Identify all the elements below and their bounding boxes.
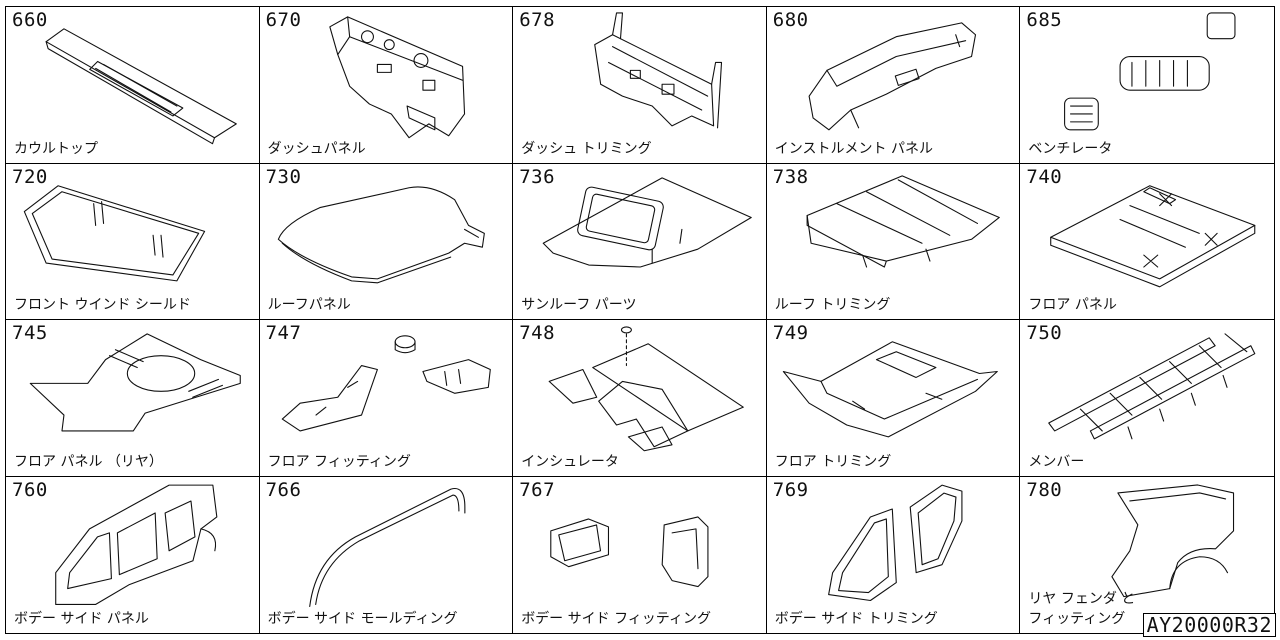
member-frame-icon [1048,333,1256,440]
part-cell-680[interactable]: 680 インストルメント パネル [766,7,1021,164]
part-label: カウルトップ [14,140,98,157]
part-cell-660[interactable]: 660 カウルトップ [6,7,260,164]
part-cell-720[interactable]: 720 フロント ウインド シールド [6,163,260,320]
dash-trimming-icon [594,12,723,129]
part-code: 780 [1026,478,1063,501]
part-label: フロア パネル [1028,297,1117,313]
part-label: サンルーフ パーツ [521,297,637,313]
part-code: 748 [519,322,556,344]
insulator-icon [548,326,745,452]
parts-grid: 660 カウルトップ 670 ダッシュパネル 678 ダッシュ [5,6,1275,634]
part-label: ベンチレータ [1028,140,1113,157]
rear-fender-icon [1111,483,1235,597]
body-side-fitting-icon [550,515,709,587]
part-label: ルーフパネル [267,297,351,313]
part-label: リヤ フェンダ と フィッティング [1028,591,1136,627]
part-label: ダッシュパネル [267,140,366,157]
part-code: 767 [519,478,556,501]
part-code: 749 [772,322,809,344]
part-code: 745 [12,322,48,344]
part-label: ダッシュ トリミング [521,140,652,157]
part-cell-685[interactable]: 685 ベンチレータ [1020,7,1274,164]
part-code: 720 [12,165,48,188]
part-cell-760[interactable]: 760 ボデー サイド パネル [6,476,260,633]
part-label: インシュレータ [521,453,619,470]
roof-panel-icon [277,185,485,283]
part-cell-780[interactable]: 780 リヤ フェンダ と フィッティング [1020,477,1274,634]
part-code: 740 [1026,165,1063,188]
part-label: ルーフ トリミング [774,297,891,313]
part-code: 760 [12,478,48,501]
part-code: 766 [265,478,302,501]
floor-panel-icon [1050,184,1256,287]
sunroof-icon [542,176,752,268]
part-cell-736[interactable]: 736 サンルーフ パーツ [513,163,767,320]
part-label: フロア パネル （リヤ） [14,453,163,470]
part-code: 660 [12,9,48,31]
reference-code: AY20000R32 [1142,613,1276,637]
part-code: 750 [1026,322,1063,344]
part-cell-769[interactable]: 769 ボデー サイド トリミング [767,476,1021,633]
part-code: 685 [1026,9,1063,31]
part-cell-748[interactable]: 748 インシュレータ [513,320,767,477]
part-label: フロア トリミング [774,453,892,470]
body-side-molding-icon [308,487,466,607]
part-code: 730 [265,165,302,188]
roof-trimming-icon [806,174,1000,268]
part-label: メンバー [1028,453,1085,470]
part-cell-730[interactable]: 730 ルーフパネル [259,163,514,320]
part-code: 736 [519,165,556,188]
part-cell-749[interactable]: 749 フロア トリミング [766,320,1021,477]
body-side-trimming-icon [827,484,963,601]
part-code: 769 [772,478,809,501]
part-cell-750[interactable]: 750 メンバー [1020,320,1274,477]
floor-trimming-icon [782,341,998,438]
part-cell-738[interactable]: 738 ルーフ トリミング [766,163,1021,320]
floor-fitting-icon [281,335,491,432]
part-cell-670[interactable]: 670 ダッシュパネル [259,7,514,164]
part-label: フロント ウインド シールド [14,297,191,313]
dash-panel-icon [328,16,465,139]
instrument-panel-icon [808,22,976,131]
part-code: 678 [519,9,556,31]
part-label: ボデー サイド モールディング [267,611,458,627]
part-cell-745[interactable]: 745 フロア パネル （リヤ） [6,320,260,477]
part-label: フロア フィッティング [267,453,411,470]
part-cell-678[interactable]: 678 ダッシュ トリミング [513,7,767,164]
ventilator-icon [1064,12,1236,131]
part-code: 738 [772,165,809,188]
part-code: 680 [772,9,809,31]
part-code: 670 [265,9,302,31]
rear-floor-panel-icon [29,333,241,432]
part-cell-767[interactable]: 767 ボデー サイド フィッティング [513,476,767,633]
part-label: ボデー サイド フィッティング [521,611,711,627]
body-side-panel-icon [55,484,218,605]
part-label: インストルメント パネル [774,140,933,157]
part-label: ボデー サイド トリミング [774,611,938,627]
part-cell-747[interactable]: 747 フロア フィッティング [259,320,514,477]
part-cell-766[interactable]: 766 ボデー サイド モールディング [260,476,514,633]
part-code: 747 [265,322,302,344]
part-cell-740[interactable]: 740 フロア パネル [1020,164,1274,320]
part-label: ボデー サイド パネル [14,611,149,627]
cowl-top-icon [45,28,237,145]
windshield-icon [23,184,206,281]
